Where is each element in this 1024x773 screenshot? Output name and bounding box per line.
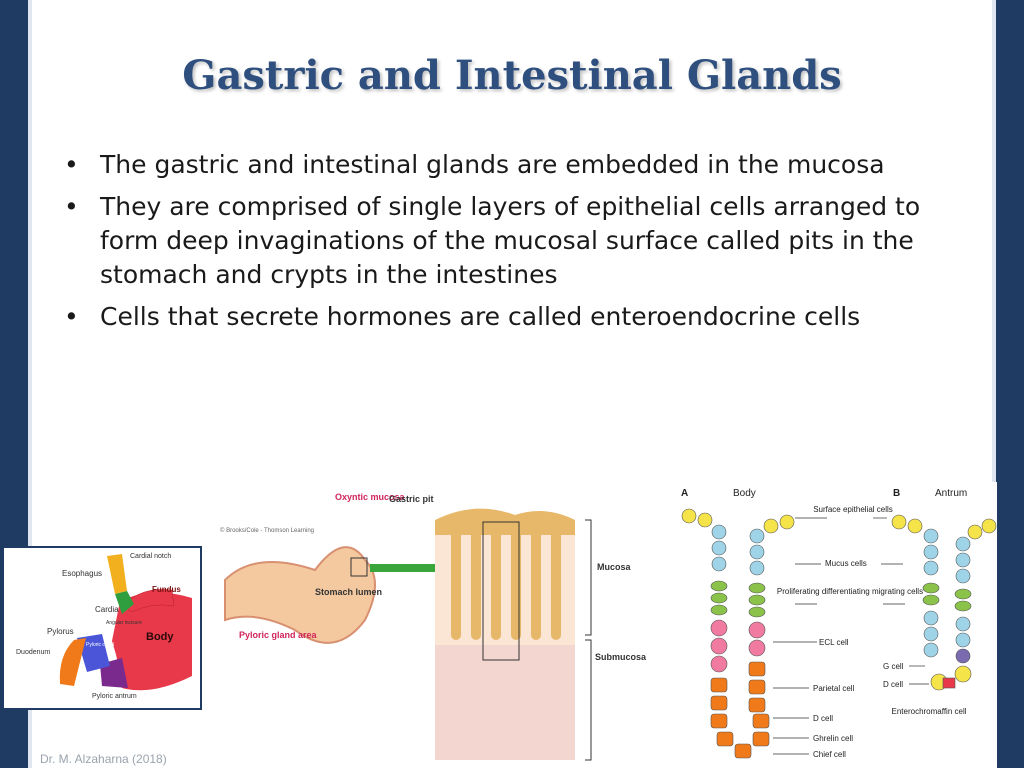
- bullet-item: • They are comprised of single layers of …: [60, 190, 980, 292]
- label-stomach-lumen: Stomach lumen: [315, 587, 382, 597]
- label-antrum-region: Antrum: [935, 488, 967, 499]
- bullet-text: Cells that secrete hormones are called e…: [100, 302, 861, 331]
- label-copyright: © Brooks/Cole - Thomson Learning: [220, 527, 314, 534]
- label-chief-cell: Chief cell: [813, 750, 846, 759]
- gland-cell-types-svg: A Body B Antrum: [677, 482, 997, 768]
- bullet-list: • The gastric and intestinal glands are e…: [60, 148, 980, 342]
- bullet-marker: •: [64, 150, 79, 179]
- gastric-glands: [451, 530, 561, 640]
- bullet-marker: •: [64, 302, 79, 331]
- label-parietal-cell: Parietal cell: [813, 684, 855, 693]
- label-cardia: Cardia: [95, 605, 119, 614]
- bullet-text: They are comprised of single layers of e…: [100, 192, 921, 289]
- label-ghrelin-cell: Ghrelin cell: [813, 734, 853, 743]
- bullet-marker: •: [64, 192, 79, 221]
- label-ecl-cell: ECL cell: [819, 638, 849, 647]
- label-body-region: Body: [733, 488, 756, 499]
- label-gastric-pit: Gastric pit: [389, 494, 434, 504]
- right-frame-bar: [996, 0, 1024, 768]
- left-frame-stripe: [28, 0, 32, 768]
- gland-a-cells: [681, 508, 795, 759]
- label-proliferating: Proliferating differentiating migrating …: [777, 587, 923, 596]
- pyloric-canal-shape: [77, 634, 110, 672]
- gland-highlight-box: [482, 521, 520, 661]
- label-fundus: Fundus: [152, 585, 181, 594]
- label-body: Body: [146, 631, 174, 643]
- stomach-anatomy-figure: Cardial notch Esophagus Fundus Cardia An…: [2, 546, 202, 710]
- label-d-cell: D cell: [813, 714, 833, 723]
- submucosa-bracket: [585, 639, 592, 761]
- slide-title: Gastric and Intestinal Glands: [182, 52, 842, 99]
- gland-figure-bg: [677, 482, 997, 768]
- label-submucosa: Submucosa: [595, 652, 647, 662]
- gastric-mucosa-figure: © Brooks/Cole - Thomson Learning Oxyntic…: [215, 490, 685, 768]
- fundus-shape: [121, 589, 175, 613]
- label-pyloric-canal: Pyloric canal: [86, 642, 114, 648]
- stomach-body-shape: [112, 592, 192, 691]
- label-angular-incisure: Angular incisure: [106, 620, 142, 626]
- label-mucus-cells: Mucus cells: [825, 559, 867, 568]
- label-pyloric-gland-area: Pyloric gland area: [239, 630, 318, 640]
- label-duodenum: Duodenum: [16, 649, 50, 656]
- label-pylorus: Pylorus: [47, 627, 74, 636]
- gastric-mucosa-svg: © Brooks/Cole - Thomson Learning Oxyntic…: [220, 492, 647, 761]
- gland-leader-lines: [773, 517, 929, 755]
- zoom-box: [350, 557, 368, 577]
- bullet-item: • Cells that secrete hormones are called …: [60, 300, 980, 334]
- duodenum-shape: [59, 638, 86, 686]
- bullet-text: The gastric and intestinal glands are em…: [100, 150, 885, 179]
- mucosa-bracket: [585, 519, 592, 636]
- label-esophagus: Esophagus: [62, 569, 102, 578]
- label-cardial-notch: Cardial notch: [130, 553, 171, 560]
- stomach-section-shape: [224, 546, 376, 644]
- gland-b-cells: [891, 514, 997, 691]
- cardia-shape: [115, 591, 134, 614]
- esophagus-shape: [107, 554, 127, 594]
- bullet-item: • The gastric and intestinal glands are e…: [60, 148, 980, 182]
- submucosa-block: [435, 640, 575, 760]
- stomach-anatomy-svg: Cardial notch Esophagus Fundus Cardia An…: [2, 546, 202, 710]
- label-oxyntic-mucosa-1: Oxyntic mucosa: [335, 492, 406, 502]
- label-enterochromaffin: Enterochromaffin cell: [892, 707, 967, 716]
- gland-cell-types-figure: A Body B Antrum: [677, 482, 997, 768]
- label-mucosa: Mucosa: [597, 562, 632, 572]
- label-d-cell-antrum: D cell: [883, 680, 903, 689]
- label-panel-a: A: [681, 488, 688, 499]
- right-frame-stripe: [992, 0, 996, 768]
- label-surface-epithelial: Surface epithelial cells: [813, 505, 893, 514]
- label-g-cell: G cell: [883, 662, 904, 671]
- label-pyloric-antrum: Pyloric antrum: [92, 693, 137, 700]
- footer-credit: Dr. M. Alzaharna (2018): [40, 752, 167, 766]
- label-panel-b: B: [893, 488, 900, 499]
